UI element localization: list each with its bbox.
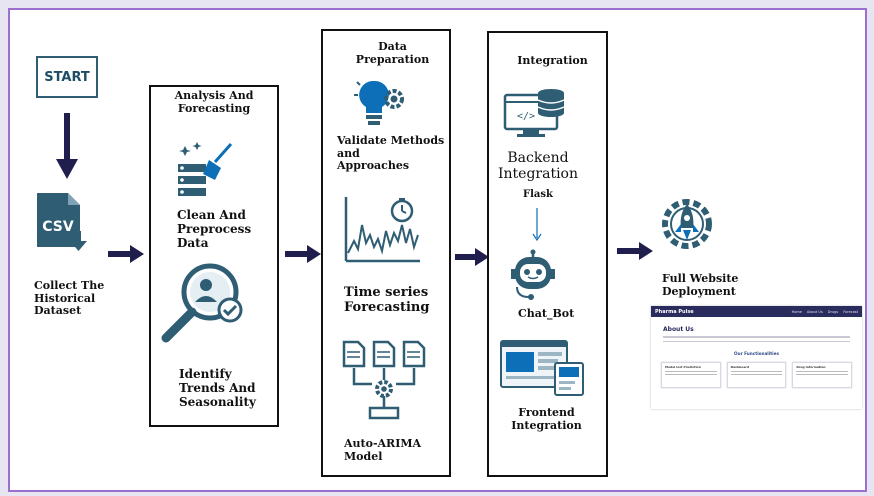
backend-label-line1: Backend: [507, 150, 569, 166]
website-nav-links: Home About Us Drugs Forecast: [792, 310, 858, 314]
prep-title-line1: Data: [378, 40, 407, 53]
website-card-title: Drug Information: [796, 365, 826, 369]
website-nav-link: Forecast: [843, 309, 858, 314]
website-brand: Pharma Pulse: [655, 308, 694, 315]
website-navbar: Pharma Pulse Home About Us Drugs Forecas…: [651, 306, 862, 317]
website-card: Dashboard: [726, 362, 787, 388]
arrow-right-4: [617, 242, 653, 260]
backend-label-line2: Integration: [497, 166, 578, 183]
website-card: Drug Information: [792, 362, 853, 388]
documents-gear-icon: [342, 340, 426, 420]
arrow-down: [56, 113, 78, 179]
website-card-title: Dashboard: [730, 365, 749, 369]
website-card-line: [730, 374, 783, 375]
arrow-right-1: [108, 245, 144, 263]
validate-label: Validate Methods and Approaches: [337, 134, 445, 173]
analysis-title-line2: Forecasting: [177, 101, 251, 115]
clean-label: Clean And Preprocess Data: [177, 208, 252, 250]
trend-label-line3: Seasonality: [179, 394, 256, 409]
website-about-heading: About Us: [663, 326, 694, 333]
analysis-title-line1: Analysis And: [174, 89, 254, 102]
collect-label-line2: Historical: [34, 291, 96, 305]
frontend-dashboard-icon: [500, 340, 584, 396]
analysis-box: [149, 85, 279, 427]
clean-label-line1: Clean And: [177, 208, 246, 222]
backend-label: Backend Integration: [487, 150, 589, 182]
website-nav-link: Home: [791, 309, 802, 314]
database-server-icon: </>: [503, 89, 565, 137]
deploy-label-line1: Full Website: [662, 272, 739, 285]
collect-label-line1: Collect The: [34, 279, 105, 292]
broom-cleaning-icon: [178, 142, 233, 196]
clean-label-line3: Data: [177, 235, 209, 250]
rocket-gear-icon: [662, 199, 712, 249]
arima-label-line2: Model: [344, 449, 383, 463]
start-node: START: [36, 56, 98, 98]
start-label: START: [44, 69, 90, 85]
deploy-label-line2: Deployment: [662, 284, 736, 298]
website-nav-link: About Us: [806, 309, 823, 314]
flask-label: Flask: [523, 189, 553, 200]
website-card-line: [796, 371, 849, 372]
csv-file-icon: CSV: [37, 193, 87, 251]
prep-title-line2: Preparation: [355, 52, 430, 66]
trend-label: Identify Trends And Seasonality: [179, 367, 256, 409]
magnifier-profile-icon: [161, 263, 243, 343]
trend-label-line2: Trends And: [179, 380, 256, 395]
timeseries-label-line2: Forecasting: [344, 299, 430, 315]
validate-label-line3: Approaches: [337, 159, 410, 173]
website-card-title: Model List Prediction: [665, 365, 701, 369]
deploy-label: Full Website Deployment: [662, 272, 739, 298]
integration-title: Integration: [517, 54, 588, 67]
website-functionalities-heading: Our Functionalities: [734, 351, 779, 356]
clean-label-line2: Preprocess: [177, 221, 252, 236]
analysis-title: Analysis And Forecasting: [149, 89, 279, 115]
timeseries-label-line1: Time series: [344, 285, 429, 300]
arrow-right-2: [285, 245, 321, 263]
arrow-right-3: [455, 248, 489, 266]
frontend-label-line2: Integration: [511, 418, 582, 432]
arima-label: Auto-ARIMA Model: [344, 437, 422, 463]
website-text-line: [663, 340, 850, 342]
website-cards: Model List Prediction Dashboard Drug Inf…: [651, 356, 862, 388]
website-text-line: [663, 336, 850, 338]
website-card-line: [796, 374, 849, 375]
website-card-line: [730, 371, 783, 372]
validate-label-line2: and: [337, 146, 360, 160]
lightbulb-gear-icon: [354, 80, 404, 125]
website-card-line: [665, 371, 717, 372]
website-preview: Pharma Pulse Home About Us Drugs Forecas…: [651, 306, 862, 409]
arrow-down-small: [532, 208, 542, 242]
chatbot-robot-icon: [511, 249, 555, 300]
timeseries-label: Time series Forecasting: [344, 285, 430, 316]
chatbot-label: Chat_Bot: [518, 307, 575, 320]
prep-title: Data Preparation: [335, 40, 450, 66]
website-nav-link: Drugs: [827, 309, 839, 314]
trend-label-line1: Identify: [179, 367, 232, 381]
csv-badge: CSV: [42, 219, 74, 235]
validate-label-line1: Validate Methods: [337, 134, 445, 147]
collect-label-line3: Dataset: [34, 304, 82, 318]
website-card-line: [665, 374, 717, 375]
collect-label: Collect The Historical Dataset: [34, 279, 105, 318]
arima-label-line1: Auto-ARIMA: [344, 437, 422, 450]
frontend-label-line1: Frontend: [518, 406, 575, 419]
website-card: Model List Prediction: [661, 362, 721, 388]
svg-text:</>: </>: [517, 111, 535, 122]
frontend-label: Frontend Integration: [487, 406, 606, 432]
time-series-chart-icon: [344, 197, 420, 263]
